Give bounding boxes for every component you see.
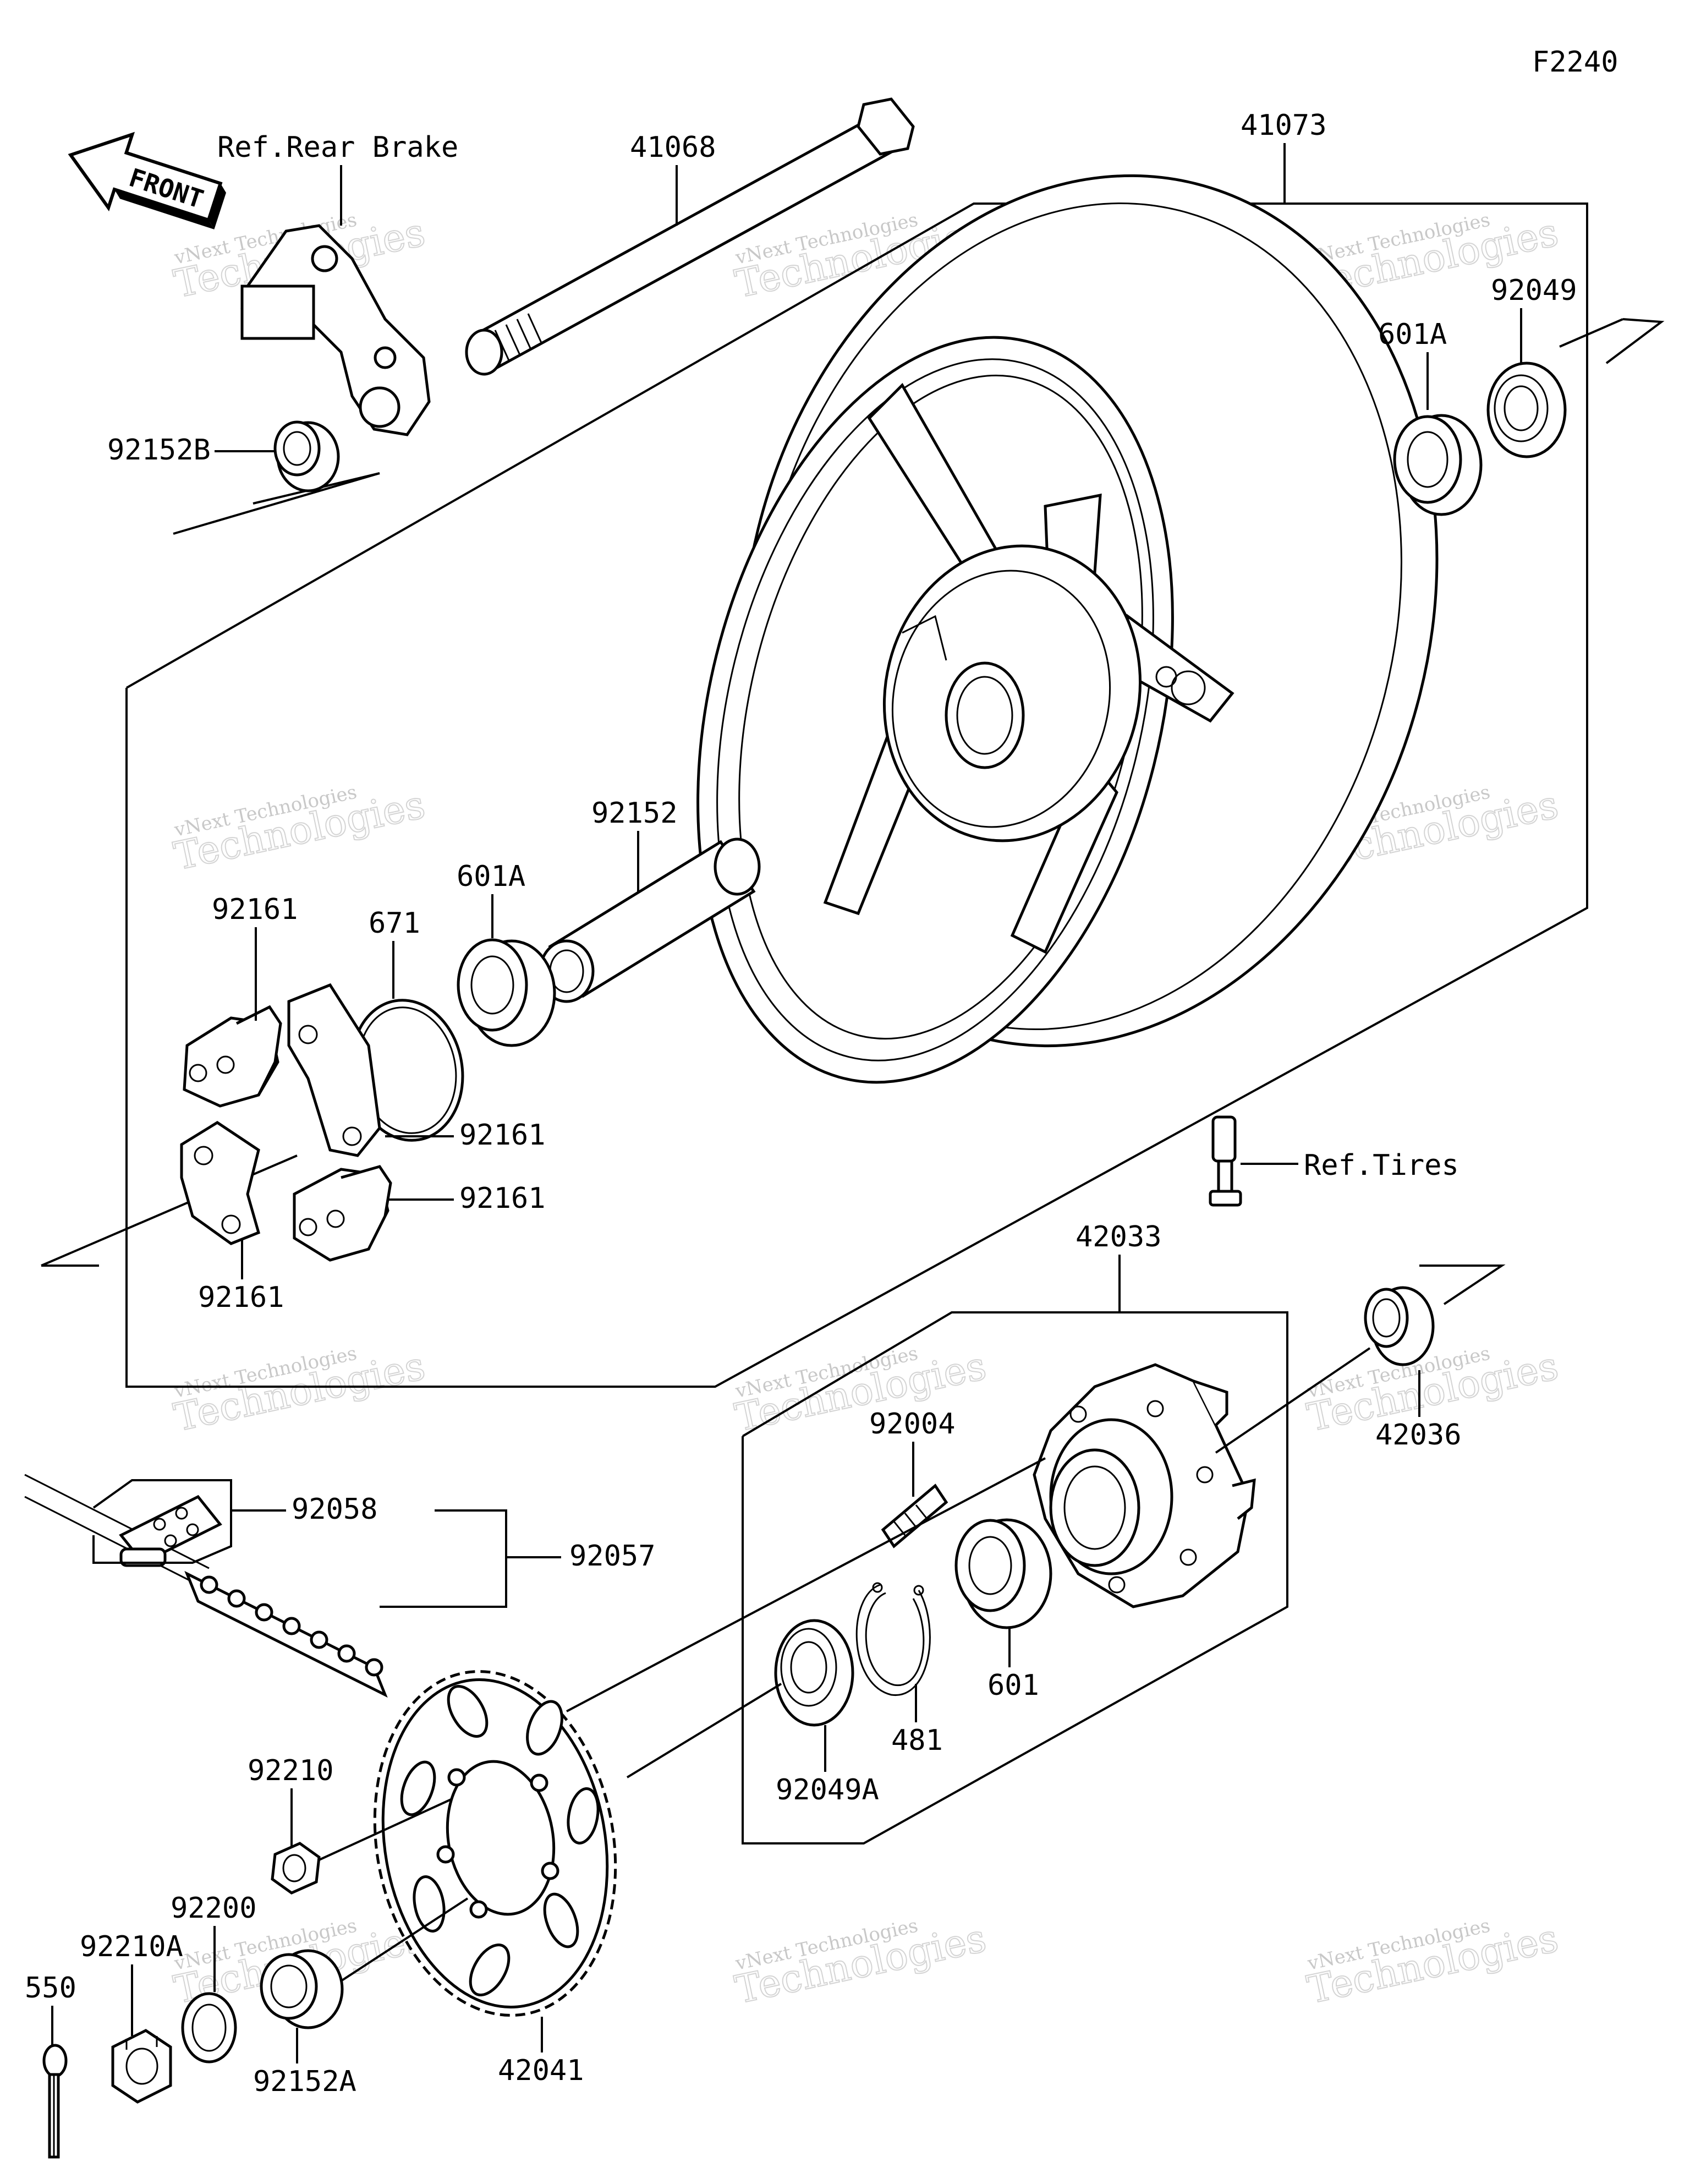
bearing-601a-left [457, 938, 556, 1047]
part-number-42033: 42033 [1076, 1220, 1162, 1254]
lower-group-outline [742, 1311, 1288, 1844]
pointer-line [1419, 1265, 1506, 1305]
collar-92152b [273, 420, 340, 492]
part-number-92152: 92152 [591, 797, 678, 830]
part-number-92152b: 92152B [107, 434, 211, 467]
part-number-92004: 92004 [869, 1408, 956, 1441]
pointer-line [173, 472, 380, 535]
part-number-481: 481 [891, 1724, 943, 1757]
master-link-outline [92, 1479, 232, 1564]
part-number-92057: 92057 [569, 1540, 656, 1573]
pointer-line [1605, 318, 1665, 364]
part-number-42036: 42036 [1375, 1419, 1462, 1452]
damper-92161-right [287, 983, 381, 1157]
damper-92161-bottom [293, 1165, 392, 1262]
collar-92152a [260, 1949, 344, 2029]
bearing-601a-right [1393, 414, 1483, 516]
part-number-92161-d: 92161 [198, 1281, 284, 1314]
diagram-code: F2240 [1532, 46, 1618, 79]
part-number-92161-c: 92161 [459, 1182, 546, 1215]
leader-line [380, 1509, 507, 1608]
rear-wheel [696, 174, 1439, 1084]
part-number-92210: 92210 [248, 1754, 334, 1787]
part-number-92152a: 92152A [253, 2065, 356, 2098]
part-number-601a-mid: 601A [457, 860, 525, 893]
pointer-line [319, 1798, 452, 1861]
part-number-92161-a: 92161 [212, 893, 298, 926]
pointer-line [566, 1457, 1046, 1712]
tire-valve-stem [1209, 1115, 1242, 1207]
part-number-550: 550 [25, 1972, 76, 2005]
collar-42036 [1364, 1286, 1435, 1366]
sprocket-hub-42033 [1033, 1363, 1256, 1608]
washer-92200 [181, 1992, 237, 2063]
damper-92161-top-left [183, 1005, 282, 1108]
pointer-line [41, 1154, 298, 1267]
ref-rear-brake-label: Ref.Rear Brake [217, 131, 458, 164]
part-number-92049: 92049 [1491, 274, 1577, 307]
pointer-line [1215, 1347, 1371, 1454]
circlip-481 [855, 1582, 931, 1696]
part-number-41068: 41068 [630, 131, 716, 164]
damper-92161-left [180, 1121, 261, 1245]
oil-seal-92049a [774, 1619, 854, 1727]
part-number-42041: 42041 [498, 2054, 584, 2087]
front-arrow: FRONT [68, 132, 226, 229]
part-number-92200: 92200 [171, 1892, 257, 1925]
castle-nut-92210a [111, 2029, 172, 2104]
ref-tires-label: Ref.Tires [1304, 1149, 1459, 1182]
drive-chain [24, 1474, 388, 1698]
part-number-92210a: 92210A [80, 1930, 183, 1963]
part-number-41073: 41073 [1241, 109, 1327, 142]
chain-master-link [119, 1495, 222, 1567]
pointer-line [626, 1683, 782, 1778]
rear-axle [465, 97, 915, 376]
rear-sprocket-42041 [373, 1670, 617, 2017]
cotter-pin-550 [42, 2044, 68, 2159]
pointer-line [340, 1897, 469, 1982]
rear-brake-caliper-bracket [240, 224, 431, 436]
part-number-601: 601 [987, 1669, 1039, 1702]
nut-92210 [271, 1842, 321, 1895]
part-number-601a-top: 601A [1378, 318, 1447, 351]
pointer-line [1559, 318, 1623, 348]
part-number-92161-b: 92161 [459, 1119, 546, 1152]
part-number-671: 671 [369, 907, 420, 940]
part-number-92049a: 92049A [776, 1774, 879, 1807]
part-number-92058: 92058 [292, 1493, 378, 1526]
bearing-601 [954, 1518, 1052, 1629]
oil-seal-92049 [1486, 362, 1567, 458]
upper-group-outline [125, 202, 1588, 1388]
